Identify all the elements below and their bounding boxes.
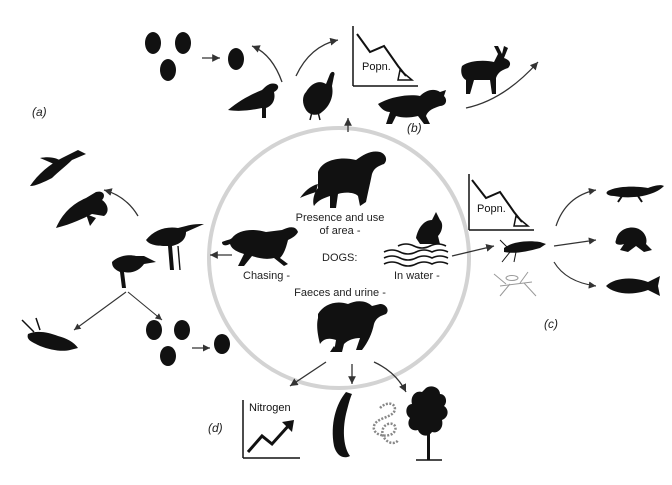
dog-running-icon	[222, 227, 298, 266]
panel-label-c: (c)	[544, 317, 558, 331]
tree-icon	[406, 386, 448, 461]
chasing-label: Chasing -	[243, 270, 291, 282]
egg-icon	[145, 32, 161, 54]
arrow-bird-popn	[295, 37, 339, 77]
eagle-icon	[56, 191, 108, 228]
in-water-label: In water -	[394, 270, 440, 282]
bird-icon	[303, 71, 335, 121]
insect-larva-icon	[499, 239, 546, 263]
arrow-bird-eggs	[251, 45, 283, 83]
arrow-deer	[465, 61, 539, 109]
panel-label-b: (b)	[407, 121, 422, 135]
mosquito-icon	[493, 271, 537, 297]
panel-label-d: (d)	[208, 421, 223, 435]
arrow-eagle	[103, 188, 139, 217]
arrow-down-left	[289, 361, 327, 387]
faeces-label: Faeces and urine -	[294, 287, 386, 299]
nematode-icon	[372, 402, 400, 445]
popn-label-top: Popn.	[362, 61, 391, 73]
deer-icon	[461, 46, 511, 94]
arrow-to-newt	[555, 187, 597, 227]
dead-bird-icon	[21, 317, 78, 351]
frog-icon	[615, 227, 652, 252]
wader-icon	[146, 224, 204, 271]
dog-swimming-icon	[383, 212, 449, 267]
egg-icon	[160, 59, 176, 81]
arrow-down-right	[373, 361, 407, 393]
egg-icon	[214, 334, 230, 354]
goose-icon	[30, 150, 86, 186]
presence-label-line2: of area -	[319, 225, 361, 237]
fox-icon	[378, 89, 447, 124]
egg-icon	[146, 320, 162, 340]
arrow-to-frog	[553, 237, 597, 247]
arrow-to-dead-bird	[73, 291, 127, 331]
earthworm-icon	[332, 392, 352, 458]
dogs-title: DOGS:	[322, 252, 358, 264]
bird-icon	[228, 83, 279, 118]
egg-icon	[175, 32, 191, 54]
arrow-right	[451, 244, 495, 257]
popn-graph-top	[352, 26, 418, 87]
center-circle	[207, 126, 471, 390]
popn-graph-right	[468, 174, 534, 231]
arrow-to-eggs	[127, 291, 163, 321]
egg-icon	[160, 346, 176, 366]
egg-icon	[174, 320, 190, 340]
nitrogen-graph	[242, 400, 300, 459]
arrow-to-fish	[553, 261, 597, 289]
presence-label-line1: Presence and use	[295, 212, 385, 224]
dog-defecating-icon	[317, 301, 388, 352]
fish-icon	[606, 276, 660, 296]
egg-icon	[228, 48, 244, 70]
popn-label-right: Popn.	[477, 203, 506, 215]
newt-icon	[606, 185, 664, 203]
nitrogen-label: Nitrogen	[249, 402, 291, 414]
wader-icon	[112, 255, 156, 288]
dog-standing-icon	[300, 151, 387, 208]
panel-label-a: (a)	[32, 105, 47, 119]
